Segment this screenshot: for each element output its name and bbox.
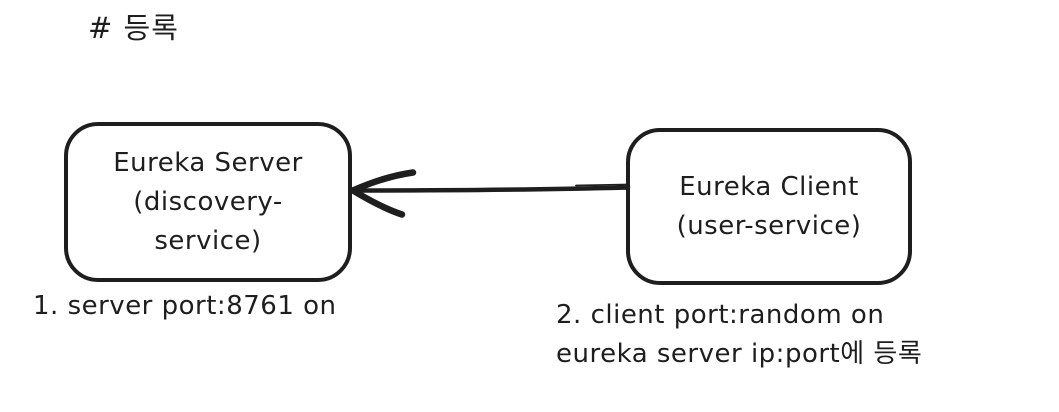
left-arrow-icon bbox=[349, 169, 631, 218]
client-registration-note-line-1: 2. client port:random on bbox=[556, 300, 885, 330]
eureka-client-box: Eureka Client (user-service) bbox=[626, 128, 912, 285]
server-port-note-line-1: 1. server port:8761 on bbox=[33, 291, 337, 321]
eureka-server-box-line-2: (discovery- bbox=[133, 186, 283, 217]
client-registration-note-line-2: eureka server ip:port에 등록 bbox=[556, 339, 923, 369]
eureka-client-box-line-1: Eureka Client bbox=[679, 171, 859, 202]
page-title: # 등록 bbox=[88, 11, 179, 45]
eureka-server-box-line-3: service) bbox=[154, 225, 262, 256]
client-registration-note: 2. client port:random on eureka server i… bbox=[556, 296, 922, 374]
eureka-server-box: Eureka Server (discovery- service) bbox=[64, 122, 352, 282]
eureka-server-box-line-1: Eureka Server bbox=[113, 147, 303, 178]
eureka-client-box-line-2: (user-service) bbox=[676, 210, 862, 241]
server-port-note: 1. server port:8761 on bbox=[33, 287, 337, 326]
